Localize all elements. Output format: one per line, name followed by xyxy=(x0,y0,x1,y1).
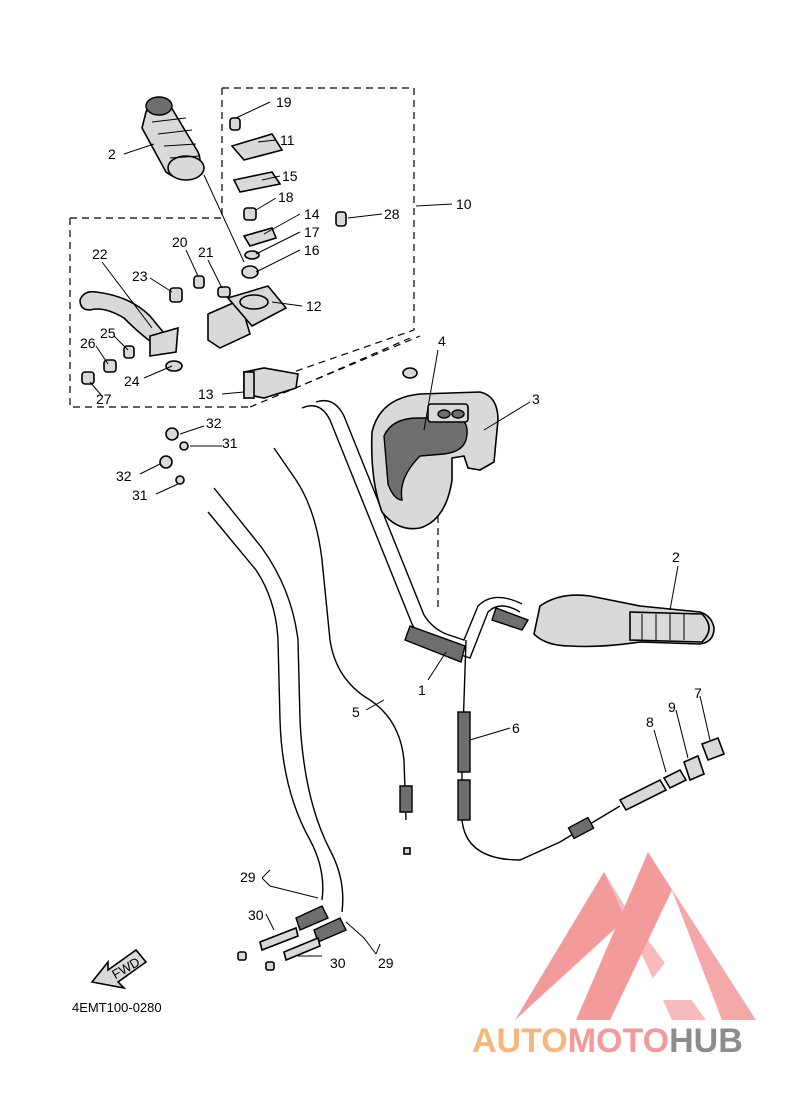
callout-6: 6 xyxy=(512,720,520,736)
callout-30-lower: 30 xyxy=(330,955,346,971)
callout-17: 17 xyxy=(304,224,320,240)
callout-3: 3 xyxy=(532,391,540,407)
callout-13: 13 xyxy=(198,386,214,402)
callout-11: 11 xyxy=(280,132,295,148)
assembly-line-c xyxy=(304,337,411,385)
callout-24: 24 xyxy=(124,373,140,389)
group-box-lever xyxy=(69,217,250,408)
callout-4: 4 xyxy=(438,333,446,349)
callout-30-upper: 30 xyxy=(248,907,264,923)
drawing-code: 4EMT100-0280 xyxy=(72,1000,162,1015)
callout-27: 27 xyxy=(96,391,112,407)
callout-22: 22 xyxy=(92,246,108,262)
watermark-part-auto: AUTO xyxy=(472,1022,568,1060)
adjuster-parts xyxy=(567,736,726,840)
callout-31-upper: 31 xyxy=(222,435,238,451)
callout-32-lower: 32 xyxy=(116,468,132,484)
callout-31-lower: 31 xyxy=(132,487,148,503)
group-box-10 xyxy=(221,87,415,377)
brake-cable-6 xyxy=(457,639,621,861)
grip-right xyxy=(491,594,715,648)
callout-16: 16 xyxy=(304,242,320,258)
callout-15: 15 xyxy=(282,168,298,184)
callout-5: 5 xyxy=(352,704,360,720)
cap-4 xyxy=(402,367,418,379)
fwd-arrow-icon: FWD xyxy=(90,948,148,990)
callout-32-upper: 32 xyxy=(206,415,222,431)
throttle-cables xyxy=(207,487,347,971)
callout-26: 26 xyxy=(80,335,96,351)
callout-numbers: 2 19 11 15 18 14 17 16 28 10 12 20 21 22… xyxy=(80,94,702,971)
callout-29-upper: 29 xyxy=(240,869,256,885)
watermark-part-moto: MOTO xyxy=(568,1022,669,1060)
callout-7: 7 xyxy=(694,685,702,701)
callout-14: 14 xyxy=(304,206,320,222)
callout-12: 12 xyxy=(306,298,322,314)
callout-20: 20 xyxy=(172,234,188,250)
callout-8: 8 xyxy=(646,714,654,730)
callout-2-left: 2 xyxy=(108,146,116,162)
watermark-logo xyxy=(515,852,756,1020)
callout-21: 21 xyxy=(198,244,214,260)
clutch-cable-5 xyxy=(273,447,413,855)
handlebar xyxy=(301,399,523,663)
handlebar-cover xyxy=(370,391,499,530)
callout-10: 10 xyxy=(456,196,472,212)
callout-19: 19 xyxy=(276,94,292,110)
watermark-text: AUTOMOTOHUB xyxy=(472,1022,743,1060)
lever-assembly xyxy=(79,285,299,399)
watermark-part-hub: HUB xyxy=(669,1022,743,1060)
callout-18: 18 xyxy=(278,189,294,205)
callout-28: 28 xyxy=(384,206,400,222)
callout-1: 1 xyxy=(418,682,426,698)
grip-left xyxy=(141,96,205,181)
callout-25: 25 xyxy=(100,325,116,341)
callout-9: 9 xyxy=(668,699,676,715)
assembly-line-a xyxy=(249,335,421,408)
callout-29-lower: 29 xyxy=(378,955,394,971)
leader-lines xyxy=(89,101,711,957)
callout-23: 23 xyxy=(132,268,148,284)
callout-2-right: 2 xyxy=(672,549,680,565)
